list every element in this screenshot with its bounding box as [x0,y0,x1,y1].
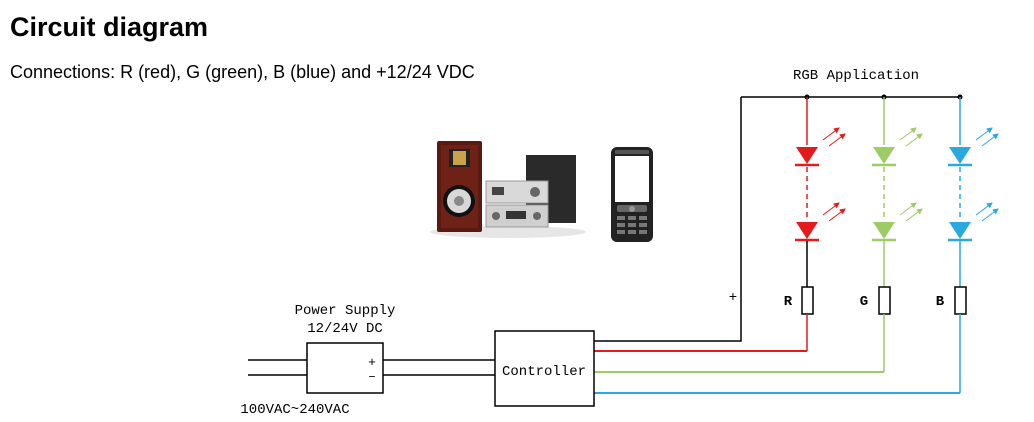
g-label: G [860,294,868,310]
green-led-1 [873,147,895,164]
red-led-1 [796,147,818,164]
red-led-2 [796,222,818,239]
power-supply-voltage-label: 12/24V DC [307,321,383,337]
controller-box [494,330,595,407]
mobile-phone-icon [611,147,653,242]
blue-resistor [954,286,967,315]
red-channel [594,97,846,352]
blue-led-2 [949,222,971,239]
blue-led-1 [949,147,971,164]
positive-label: + [729,290,737,306]
positive-wire [594,97,742,342]
blue-channel [594,97,999,394]
red-resistor [801,286,814,315]
speakers-stereo-icon [430,141,586,238]
ac-input-label: 100VAC~240VAC [240,402,349,418]
power-supply-box [306,342,384,394]
rgb-application-label: RGB Application [793,68,919,84]
power-supply-plus: + [368,355,376,370]
green-led-2 [873,222,895,239]
connections-subtitle: Connections: R (red), G (green), B (blue… [10,62,475,82]
r-label: R [784,294,793,310]
page-title: Circuit diagram [10,12,209,42]
b-label: B [936,294,945,310]
power-supply-minus: – [368,369,376,384]
controller-label: Controller [502,364,586,380]
green-resistor [878,286,891,315]
power-supply-label: Power Supply [295,303,396,319]
green-channel [594,97,923,373]
